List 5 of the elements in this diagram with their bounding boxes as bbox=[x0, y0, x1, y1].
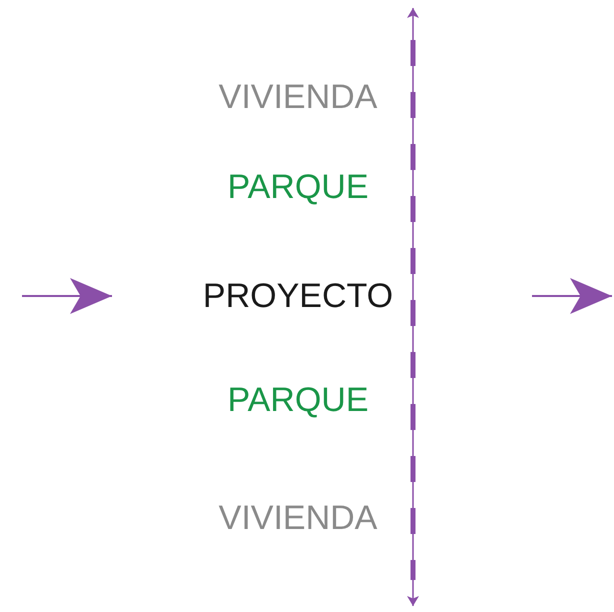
zone-label: VIVIENDA bbox=[218, 77, 378, 117]
zone-label: PARQUE bbox=[227, 380, 369, 420]
zone-label: PARQUE bbox=[227, 167, 369, 207]
zone-label: VIVIENDA bbox=[218, 498, 378, 538]
zone-label: PROYECTO bbox=[202, 276, 394, 316]
